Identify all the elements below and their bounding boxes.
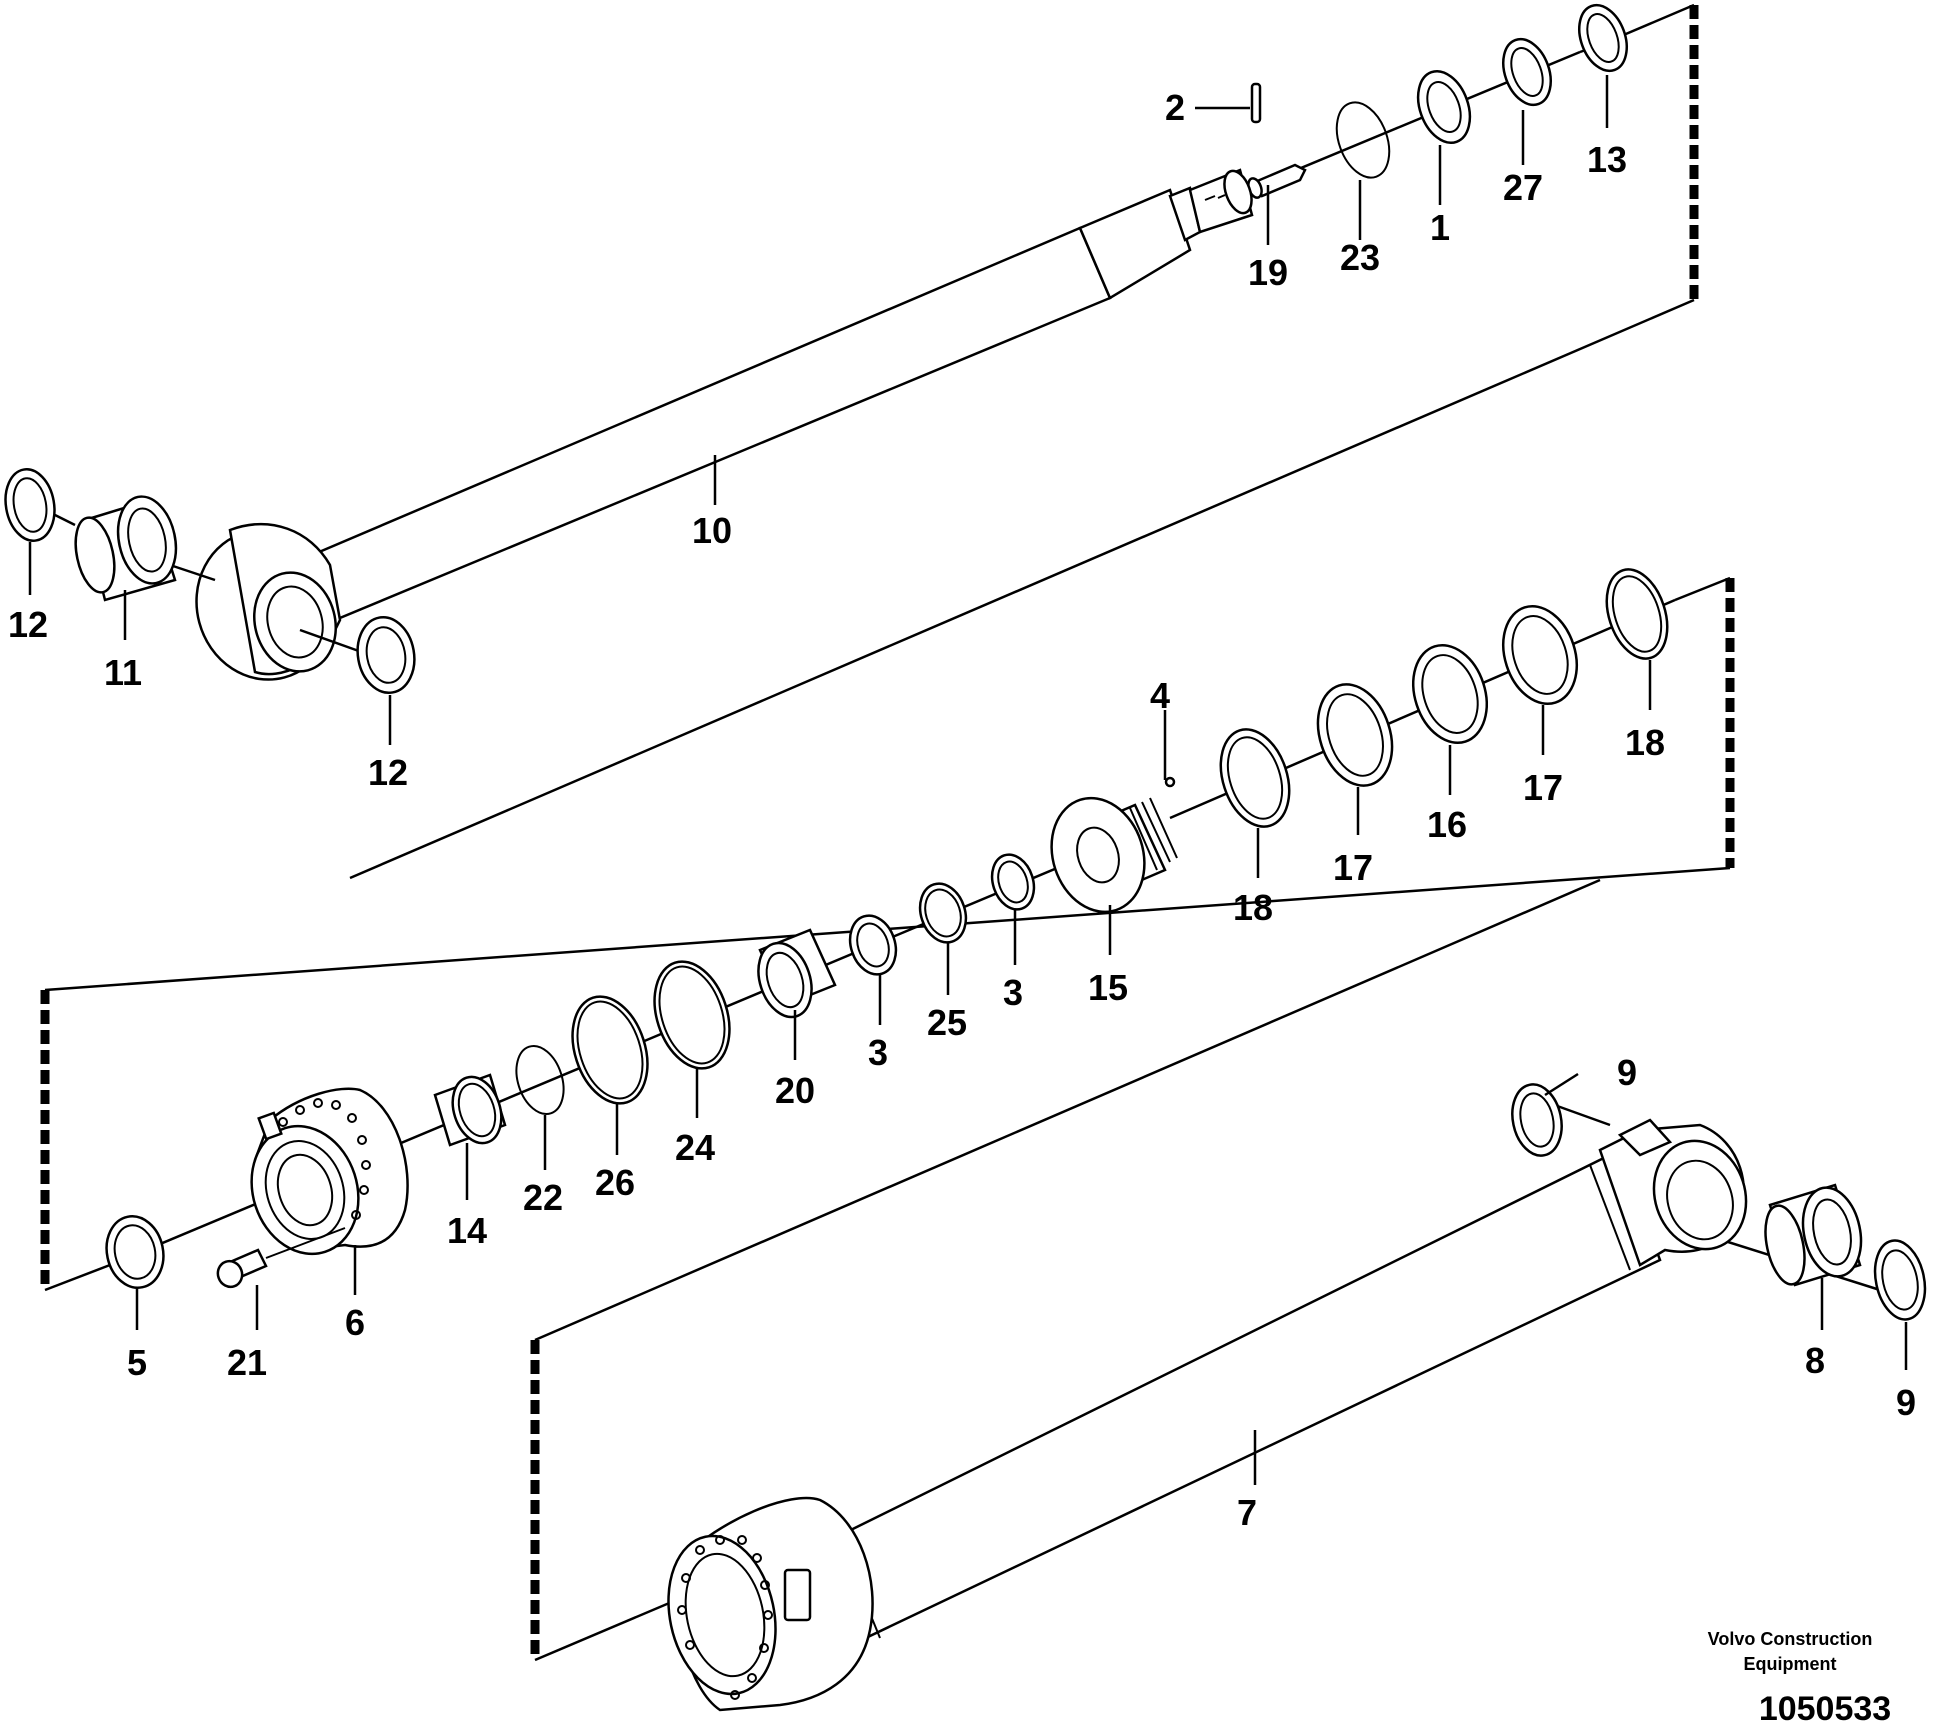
callout-14: 14 — [447, 1210, 487, 1251]
callout-leader-lines — [28, 75, 1908, 1485]
ring-part-5 — [105, 1215, 165, 1289]
cylinder-head-part-6 — [250, 1087, 409, 1256]
ring-part-24 — [653, 960, 731, 1070]
bushing-part-20 — [757, 928, 837, 1019]
callout-7: 7 — [1237, 1492, 1257, 1533]
callout-25: 25 — [927, 1002, 967, 1043]
bushing-part-8 — [1764, 1183, 1863, 1287]
callout-9-top: 9 — [1617, 1052, 1637, 1093]
ring-part-16 — [1412, 643, 1488, 745]
callout-15: 15 — [1088, 967, 1128, 1008]
backup-ring-part-22 — [515, 1045, 565, 1115]
bushing-part-11 — [44, 495, 178, 602]
ring-part-12-left — [4, 468, 56, 542]
bolt-part-21 — [216, 1227, 346, 1289]
set-screw-part-4 — [1164, 776, 1176, 788]
ring-part-25 — [918, 882, 968, 944]
callout-numbers: 2 19 23 1 27 13 10 12 11 12 4 18 17 16 1… — [8, 87, 1916, 1533]
callout-16: 16 — [1427, 804, 1467, 845]
pin-part-2 — [1250, 82, 1262, 124]
callout-9-right: 9 — [1896, 1382, 1916, 1423]
callout-22: 22 — [523, 1177, 563, 1218]
piston-rod-assembly — [4, 3, 1628, 694]
callout-3-right: 3 — [1003, 972, 1023, 1013]
bushing-part-14 — [433, 1073, 507, 1147]
publisher-credit-line-2: Equipment — [1744, 1654, 1837, 1674]
callout-17-right: 17 — [1523, 767, 1563, 808]
ring-part-18-left — [1219, 728, 1291, 828]
piston-rod-part-10 — [169, 168, 1254, 681]
callout-2: 2 — [1165, 87, 1185, 128]
piston-and-head-parts — [105, 568, 1676, 1289]
callout-23: 23 — [1340, 237, 1380, 278]
diagram-footer: Volvo Construction Equipment 1050533 — [1708, 1629, 1892, 1728]
document-number: 1050533 — [1759, 1690, 1891, 1728]
piston-part-15 — [1050, 796, 1178, 914]
callout-12-right: 12 — [368, 752, 408, 793]
callout-13: 13 — [1587, 139, 1627, 180]
stopper-part-19 — [1247, 163, 1307, 199]
callout-26: 26 — [595, 1162, 635, 1203]
callout-21: 21 — [227, 1342, 267, 1383]
cylinder-tube-assembly — [667, 1083, 1927, 1712]
assembly-connection-lines — [40, 3, 1735, 1662]
seal-part-1 — [1416, 70, 1472, 144]
callout-5: 5 — [127, 1342, 147, 1383]
callout-17-left: 17 — [1333, 847, 1373, 888]
ring-part-3-left — [848, 914, 898, 976]
ring-part-26 — [571, 995, 649, 1105]
callout-6: 6 — [345, 1302, 365, 1343]
callout-1: 1 — [1430, 207, 1450, 248]
callout-18-left: 18 — [1233, 887, 1273, 928]
ring-part-27 — [1502, 37, 1552, 107]
ring-part-9-top — [1511, 1083, 1563, 1157]
callout-24: 24 — [675, 1127, 715, 1168]
callout-11: 11 — [104, 652, 142, 693]
cylinder-tube-part-7 — [667, 1118, 1748, 1712]
ring-part-9-right — [1873, 1239, 1927, 1321]
ring-part-17-right — [1502, 604, 1578, 706]
publisher-credit-line-1: Volvo Construction — [1708, 1629, 1873, 1649]
shim-part-23 — [1335, 101, 1391, 179]
callout-10: 10 — [692, 510, 732, 551]
callout-8: 8 — [1805, 1340, 1825, 1381]
callout-19: 19 — [1248, 252, 1288, 293]
callout-3-left: 3 — [868, 1032, 888, 1073]
callout-20: 20 — [775, 1070, 815, 1111]
callout-12-left: 12 — [8, 604, 48, 645]
callout-18-right: 18 — [1625, 722, 1665, 763]
ring-part-17-left — [1316, 683, 1394, 787]
callout-4: 4 — [1150, 675, 1170, 716]
ring-part-18-right — [1605, 568, 1669, 660]
callout-27: 27 — [1503, 167, 1543, 208]
ring-part-13 — [1578, 3, 1628, 73]
ring-part-12-right — [356, 616, 416, 694]
ring-part-3-right — [990, 853, 1036, 911]
